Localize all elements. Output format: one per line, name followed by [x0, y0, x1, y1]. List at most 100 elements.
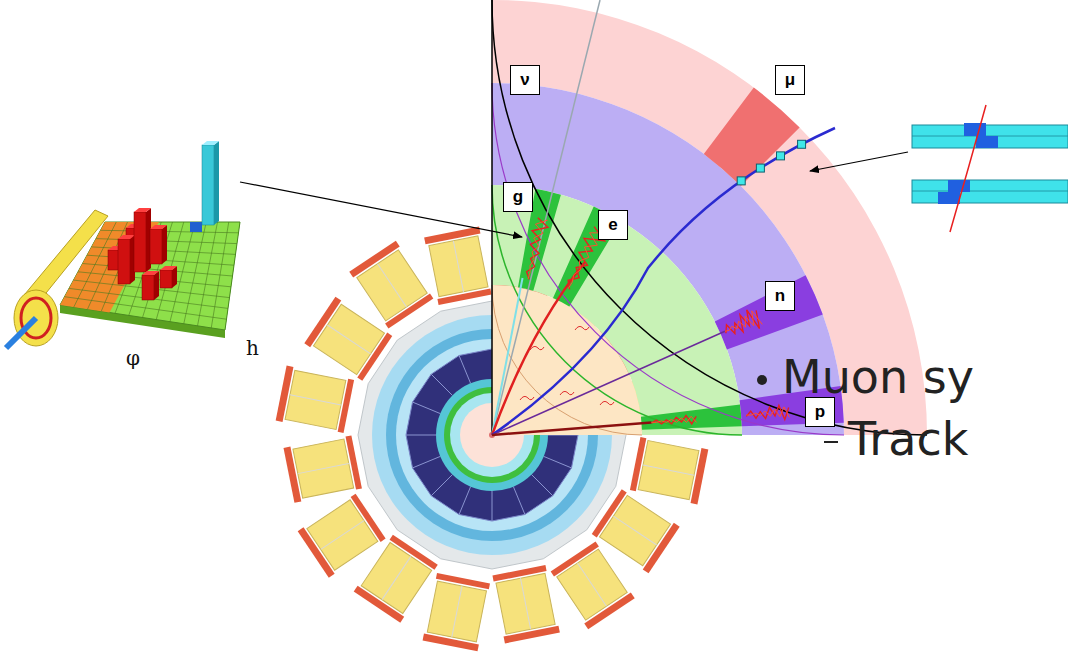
calorimeter-segment — [459, 487, 470, 515]
calorimeter-segment — [459, 356, 470, 384]
muon-path — [950, 105, 986, 232]
muon-chamber — [298, 527, 335, 577]
neutrino-line — [492, 0, 600, 435]
energy-tower — [190, 222, 202, 232]
energy-tower — [142, 275, 154, 300]
muon-sector — [276, 366, 355, 434]
particle-symbol: e — [608, 215, 617, 234]
hit-cell — [938, 192, 960, 204]
energy-tower — [134, 208, 151, 212]
muon-chamber — [276, 366, 294, 422]
muon-sector — [424, 227, 492, 306]
grid-line — [184, 222, 207, 324]
hit-cell — [964, 123, 986, 136]
calorimeter-segment — [431, 475, 452, 496]
toroid-coil — [285, 370, 346, 429]
bullet-dot — [757, 375, 767, 385]
axis-border — [491, 0, 493, 435]
particle-label-box: ν — [510, 65, 540, 95]
energy-tower — [150, 229, 162, 264]
particle-symbol: p — [815, 402, 825, 421]
calorimeter-segment — [532, 475, 553, 496]
energy-tower — [160, 266, 177, 270]
muon-chamber — [643, 523, 680, 573]
energy-tower — [202, 145, 214, 225]
muon-wedge — [704, 88, 800, 187]
energy-tower — [160, 270, 172, 288]
particle-symbol: ν — [520, 70, 529, 89]
muon-chamber-bar — [912, 180, 1068, 203]
neutron-shower — [725, 311, 762, 332]
coil-line — [452, 586, 462, 637]
muon-sector — [550, 541, 635, 629]
proton-wedge — [641, 405, 742, 430]
bar-line — [912, 191, 1068, 192]
muon-chamber — [304, 297, 341, 347]
muon-chamber — [504, 626, 560, 644]
bullet-text: Muon sy — [782, 352, 974, 403]
coil-line — [613, 516, 656, 545]
proton-shower — [652, 416, 697, 424]
coil-line — [327, 325, 370, 354]
toroid-coil — [293, 439, 354, 498]
energy-tower — [142, 271, 159, 275]
particle-symbol: g — [513, 187, 523, 206]
muon-chamber — [349, 241, 399, 278]
photon-shower — [528, 220, 548, 279]
muon-chamber — [424, 227, 480, 245]
energy-tower — [154, 271, 159, 300]
particle-symbol: μ — [785, 70, 795, 89]
low-energy-track — [600, 401, 614, 405]
neutron-line — [492, 331, 725, 435]
particle-label-box: n — [765, 281, 795, 311]
axis-label: h — [246, 336, 259, 360]
particle-label-box: μ — [775, 65, 805, 95]
energy-tower — [150, 225, 167, 229]
muon-hit — [777, 152, 785, 160]
muon-sector — [298, 493, 386, 578]
coil-line — [290, 395, 341, 405]
coil-line — [520, 578, 530, 629]
layer-border — [492, 185, 742, 435]
muon-sector — [630, 436, 709, 504]
muon-hit — [756, 164, 764, 172]
energy-tower — [162, 225, 167, 264]
muon-hit — [798, 140, 806, 148]
coil-line — [453, 241, 463, 292]
toroid-coil — [496, 573, 555, 634]
muon-sector — [491, 565, 559, 644]
muon-chamber — [691, 448, 709, 504]
coil-line — [321, 521, 364, 550]
calorimeter-segment — [406, 435, 436, 436]
muon-chamber — [354, 586, 404, 623]
toroid-coil — [638, 441, 699, 500]
coil-line — [378, 264, 407, 307]
energy-tower — [118, 239, 130, 284]
energy-tower — [118, 235, 135, 239]
calorimeter-segment — [513, 487, 524, 515]
electron-track — [492, 262, 585, 435]
grid-line — [211, 222, 229, 328]
coil-line — [578, 563, 607, 606]
photon-shower — [527, 218, 548, 280]
em-calorimeter-layer — [492, 185, 742, 435]
grid-line — [101, 222, 139, 311]
bullet-dash — [824, 441, 838, 443]
muon-sector — [284, 434, 363, 502]
energy-tower — [214, 141, 219, 225]
coil-line — [643, 465, 694, 475]
calorimeter-segment — [413, 456, 441, 467]
grid-line — [170, 222, 195, 322]
toroid-coil — [429, 236, 488, 297]
neutron-wedge — [715, 275, 823, 349]
proton-shower — [746, 407, 789, 418]
photon-track — [492, 278, 523, 435]
muon-chamber — [284, 447, 302, 503]
low-energy-track — [530, 346, 544, 350]
proton-shower — [652, 416, 697, 422]
electron-shower — [568, 233, 606, 289]
calorimeter-segment — [413, 402, 441, 413]
beam-pipe — [6, 318, 36, 348]
neutron-shower — [726, 310, 760, 334]
